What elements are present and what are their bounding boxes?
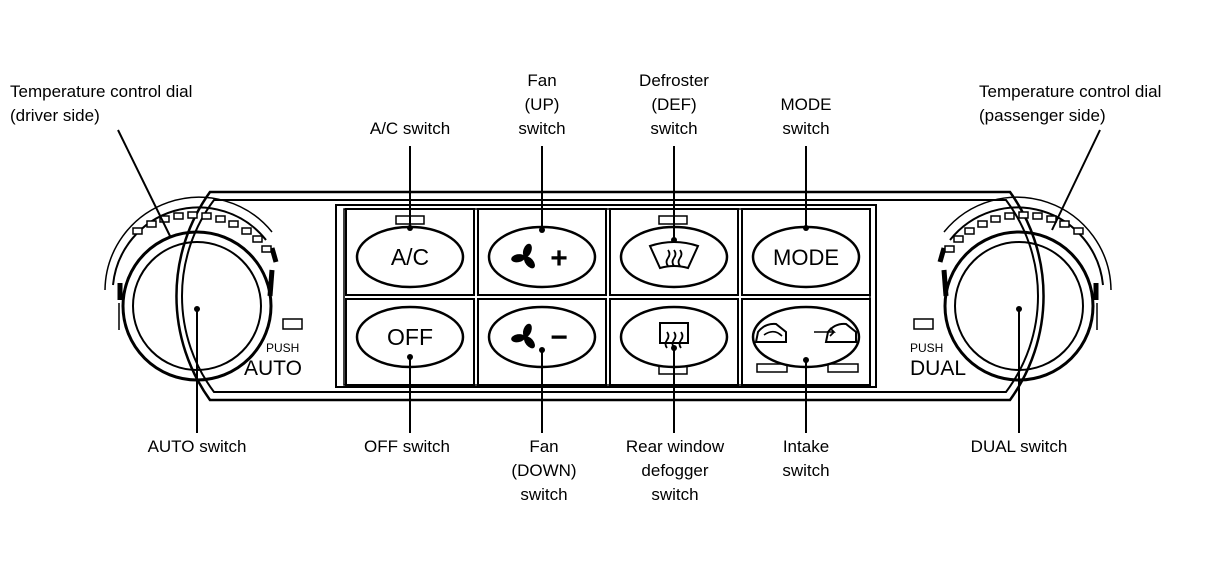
dual-button-text[interactable]: DUAL [910,357,966,380]
label-ac-switch: A/C switch [370,117,450,141]
label-line: switch [518,119,566,138]
label-line: switch [782,461,830,480]
label-line: (UP) [524,95,560,114]
auto-button-text[interactable]: AUTO [244,357,302,380]
fan-down-symbol: − [550,321,568,354]
windshield-defrost-icon [648,241,700,270]
fan-icon [511,243,535,269]
label-line: (driver side) [10,106,100,125]
label-line: Fan [527,71,557,90]
label-line: switch [650,119,698,138]
label-line: Temperature control dial [979,82,1162,101]
label-line: Intake [782,437,830,456]
label-fan-up: Fan (UP) switch [518,69,565,141]
label-line: Temperature control dial [10,82,193,101]
label-line: MODE [780,95,832,114]
off-button-label: OFF [387,324,433,350]
off-button[interactable]: OFF [355,305,465,369]
fan-up-symbol: + [550,242,568,275]
label-line: switch [520,485,568,504]
label-line: (DOWN) [511,461,577,480]
label-rear-defogger: Rear window defogger switch [626,435,724,507]
ac-button[interactable]: A/C [355,225,465,289]
recirculation-icon [754,322,787,343]
mode-button-label: MODE [773,245,839,270]
label-line: A/C switch [369,119,451,138]
label-line: Rear window [625,437,725,456]
label-intake-switch: Intake switch [782,435,829,483]
auto-push-text: PUSH [266,341,299,355]
leader-lines [117,129,1101,433]
label-line: (DEF) [651,95,697,114]
temperature-dial-driver[interactable] [104,196,279,382]
fan-down-button[interactable]: − [487,305,597,369]
temperature-dial-passenger[interactable] [937,196,1112,382]
label-line: OFF switch [364,437,450,456]
label-line: AUTO switch [147,437,247,456]
dial-segment-marks-right [944,211,1084,253]
dial-segment-marks-left [132,211,272,253]
label-line: Defroster [639,71,709,90]
label-temp-dial-passenger: Temperature control dial (passenger side… [979,80,1161,128]
label-off-switch: OFF switch [364,435,450,459]
leader-dots [407,225,809,363]
label-fan-down: Fan (DOWN) switch [511,435,576,507]
fresh-air-icon [814,322,857,343]
label-auto-switch: AUTO switch [148,435,247,459]
label-line: switch [782,119,830,138]
label-temp-dial-driver: Temperature control dial (driver side) [10,80,192,128]
ac-button-label: A/C [391,244,429,270]
label-dual-switch: DUAL switch [971,435,1068,459]
label-line: Fan [529,437,559,456]
dual-push-text: PUSH [910,341,943,355]
label-mode-switch: MODE switch [781,93,832,141]
label-line: (passenger side) [979,106,1106,125]
mode-button[interactable]: MODE [751,225,861,289]
label-defroster: Defroster (DEF) switch [639,69,709,141]
fan-up-button[interactable]: + [487,225,597,289]
fan-icon [511,323,535,349]
rear-defrost-icon [659,322,689,349]
label-line: switch [651,485,699,504]
label-line: defogger [641,461,709,480]
label-line: DUAL switch [970,437,1068,456]
intake-button[interactable] [751,305,861,369]
